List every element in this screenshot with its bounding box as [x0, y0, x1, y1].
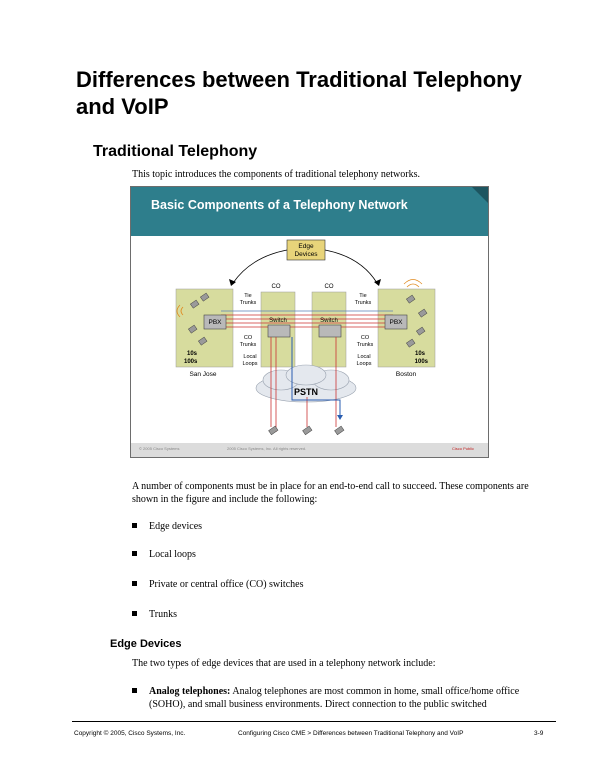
- pstn-label: PSTN: [294, 387, 318, 397]
- bullet-text: Local loops: [149, 549, 196, 560]
- co-trunks-right-2: Trunks: [357, 342, 374, 348]
- tie-trunks-left-2: Trunks: [240, 300, 257, 306]
- switch-right-box: [318, 324, 342, 338]
- bullet-square-icon: [132, 688, 137, 693]
- bullet-text: Analog telephones: Analog telephones are…: [149, 685, 549, 711]
- local-loops-left-2: Loops: [243, 361, 258, 367]
- edge-arrowhead-left: [229, 279, 236, 286]
- figure-footer-left: © 2005 Cisco Systems: [139, 446, 180, 451]
- count-right-2: 100s: [415, 359, 429, 365]
- edge-devices-label-2: Devices: [294, 251, 318, 258]
- figure-footer: © 2005 Cisco Systems 2005 Cisco Systems,…: [131, 443, 488, 457]
- bullet-text: Private or central office (CO) switches: [149, 579, 304, 590]
- figure-title: Basic Components of a Telephony Network: [151, 198, 408, 212]
- footer-page-number: 3-9: [534, 730, 544, 737]
- phones-bottom: [268, 425, 345, 436]
- edge-arrow-right: [324, 249, 378, 284]
- figure-footer-right: Cisco Public: [451, 446, 474, 451]
- pbx-left-label: PBX: [208, 319, 222, 326]
- pstn-path-arrow: [291, 337, 341, 417]
- co-trunks-left-2: Trunks: [240, 342, 257, 348]
- components-paragraph: A number of components must be in place …: [132, 481, 529, 505]
- edge-arrow-left: [232, 249, 288, 284]
- bullet-square-icon: [132, 611, 137, 616]
- pstn-cloud: [255, 364, 357, 403]
- count-left-2: 100s: [184, 359, 198, 365]
- edge-devices-label-1: Edge: [298, 243, 314, 250]
- figure-footer-mid: 2005 Cisco Systems, Inc. All rights rese…: [227, 446, 307, 451]
- footer-copyright: Copyright © 2005, Cisco Systems, Inc.: [74, 730, 186, 737]
- telephony-figure: Basic Components of a Telephony Network …: [130, 186, 489, 458]
- switch-right-label: Switch: [320, 318, 338, 324]
- bullet-square-icon: [132, 551, 137, 556]
- local-loop-lines: [270, 337, 337, 432]
- pstn-arrowhead: [337, 415, 343, 420]
- intro-text: This topic introduces the components of …: [132, 169, 420, 180]
- co-trunks-right-1: CO: [361, 335, 370, 341]
- co-right-label: CO: [325, 284, 334, 290]
- site-left-label: San Jose: [189, 371, 216, 378]
- count-left-1: 10s: [187, 351, 198, 357]
- co-left-label: CO: [272, 284, 281, 290]
- tie-trunks-left-1: Tie: [244, 293, 251, 299]
- analog-telephones-description: Analog telephones are most common in hom…: [149, 686, 520, 710]
- analog-telephones-term: Analog telephones:: [149, 686, 231, 697]
- edge-arrowhead-right: [374, 279, 381, 286]
- phones-right: [406, 294, 428, 348]
- switch-left-box: [267, 324, 291, 338]
- pbx-right-box: [384, 314, 408, 330]
- pbx-right-label: PBX: [389, 319, 403, 326]
- pbx-left-box: [203, 314, 227, 330]
- tie-trunks-right-2: Trunks: [355, 300, 372, 306]
- count-right-1: 10s: [415, 351, 426, 357]
- tie-trunks-right-1: Tie: [359, 293, 366, 299]
- section-title: Traditional Telephony: [93, 143, 258, 160]
- switch-left-label: Switch: [269, 318, 287, 324]
- footer-divider: [72, 721, 556, 722]
- site-right-label: Boston: [396, 371, 417, 378]
- trunk-lines: [221, 314, 393, 328]
- local-loops-right-1: Local: [357, 354, 370, 360]
- edge-devices-paragraph: The two types of edge devices that are u…: [132, 658, 436, 669]
- bullet-text: Trunks: [149, 609, 177, 620]
- phones-left: [188, 292, 210, 346]
- bullet-text: Edge devices: [149, 521, 203, 532]
- co-trunks-left-1: CO: [244, 335, 253, 341]
- wireless-signal-icon: [403, 279, 423, 288]
- figure-header: Basic Components of a Telephony Network: [131, 187, 488, 236]
- footer-course-title: Configuring Cisco CME > Differences betw…: [238, 730, 464, 737]
- edge-devices-heading: Edge Devices: [110, 638, 182, 650]
- figure-corner-fold: [472, 187, 488, 203]
- local-loops-left-1: Local: [243, 354, 256, 360]
- page-title: Differences between Traditional Telephon…: [76, 67, 522, 119]
- bullet-square-icon: [132, 581, 137, 586]
- wireless-signal-left-icon: [176, 304, 184, 318]
- bullet-square-icon: [132, 523, 137, 528]
- local-loops-right-2: Loops: [357, 361, 372, 367]
- telephony-diagram: Edge Devices CO CO Tie Trunks Tie Trunks…: [175, 239, 436, 436]
